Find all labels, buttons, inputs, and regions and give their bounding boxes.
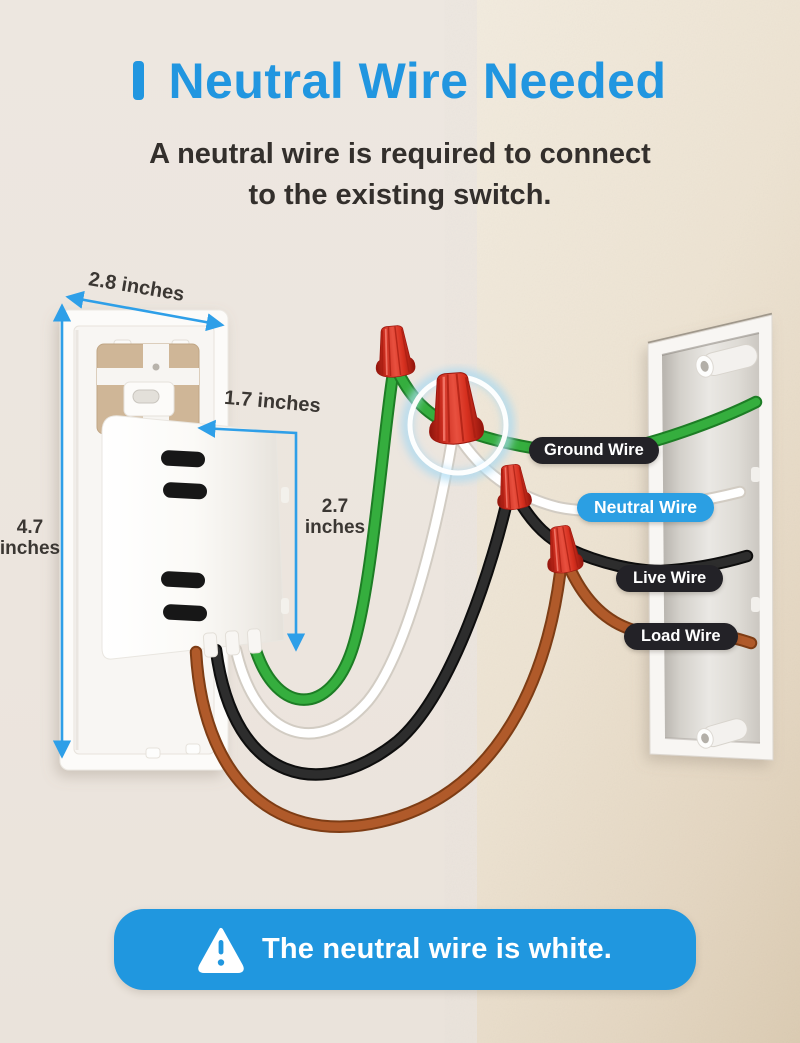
- info-banner: The neutral wire is white.: [114, 909, 696, 990]
- live-wire: [209, 490, 754, 781]
- box-top-cable-tube: [695, 344, 758, 378]
- header: Neutral Wire Needed: [0, 56, 800, 106]
- dimension-plate-height-value: 4.7: [16, 517, 44, 538]
- dimension-device-height-unit: inches: [304, 517, 366, 538]
- wall-box: [647, 312, 774, 761]
- neutral-wire-label: Neutral Wire: [577, 493, 714, 522]
- load-wire-label: Load Wire: [624, 623, 738, 650]
- banner-text: The neutral wire is white.: [261, 933, 613, 965]
- title-accent-bar: [133, 61, 145, 100]
- wire-exit-separators: [202, 628, 263, 658]
- subtitle-line-1: A neutral wire is required to connect: [149, 138, 651, 170]
- ground-wire-label: Ground Wire: [529, 437, 659, 464]
- ground-wire-nut: [371, 323, 417, 380]
- dimension-plate-height: 4.7 inches: [0, 517, 61, 559]
- page-title: Neutral Wire Needed: [168, 53, 667, 109]
- wires: [189, 365, 763, 833]
- live-wire-label: Live Wire: [616, 565, 724, 592]
- page-subtitle: A neutral wire is required to connect to…: [0, 134, 800, 216]
- switch-vent-slots: [161, 450, 207, 622]
- dimension-device-height-value: 2.7: [321, 496, 349, 517]
- subtitle-line-2: to the existing switch.: [248, 179, 552, 211]
- dimension-arrows: [52, 290, 306, 759]
- smart-switch: [101, 415, 289, 660]
- mounting-bracket: [96, 339, 200, 435]
- dimension-device-height: 2.7 inches: [303, 496, 367, 538]
- box-bottom-cable-tube: [696, 718, 748, 749]
- dimension-plate-height-unit: inches: [0, 538, 61, 559]
- warning-triangle-icon: [198, 927, 244, 973]
